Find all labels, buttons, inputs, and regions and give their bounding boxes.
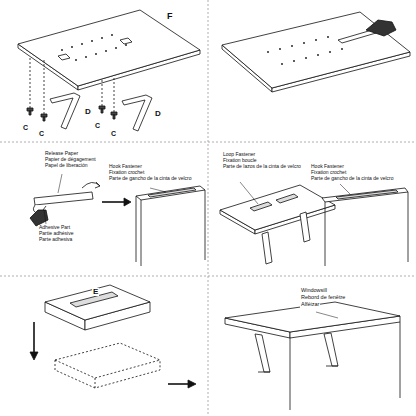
callout-text: Fixation crochet — [108, 170, 145, 175]
callout-text: Parte adhesiva — [38, 237, 73, 242]
part-letter: C — [110, 130, 117, 137]
callout-text: Windowsill — [300, 288, 328, 294]
part-letter: E — [92, 288, 99, 296]
callout-text: Rebord de fenêtre — [300, 295, 346, 301]
step-three — [30, 174, 205, 266]
step-two — [222, 12, 410, 92]
part-letter: C — [94, 122, 101, 129]
callout-text: Papier de dégagement — [44, 157, 97, 162]
step-five — [30, 285, 196, 388]
callout-text: Partie adhésive — [38, 231, 74, 236]
part-letter: D — [154, 110, 162, 118]
part-letter: C — [22, 124, 29, 131]
part-letter: C — [38, 130, 45, 137]
callout-text: Adhesive Part — [38, 225, 71, 230]
callout-text: Alféizar — [300, 302, 320, 308]
callout-text: Papel de liberación — [44, 163, 89, 168]
step-six — [225, 302, 400, 410]
callout-text: Hook Fastener — [310, 164, 345, 169]
callout-text: Release Paper — [44, 151, 79, 156]
step-four — [220, 182, 408, 266]
callout-text: Loop Fastener — [222, 152, 256, 157]
callout-text: Parte de lazos de la cinta de velcro — [222, 164, 302, 169]
part-letter: F — [166, 12, 174, 21]
callout-text: Fixation boucle — [222, 158, 258, 163]
callout-text: Hook Fastener — [108, 164, 143, 169]
step-one — [18, 10, 200, 131]
callout-text: Fixation crochet — [310, 170, 347, 175]
callout-text: Parte de gancho de la cinta de velcro — [310, 176, 395, 181]
part-letter: D — [84, 108, 92, 116]
callout-text: Parte de gancho de la cinta de velcro — [108, 176, 193, 181]
